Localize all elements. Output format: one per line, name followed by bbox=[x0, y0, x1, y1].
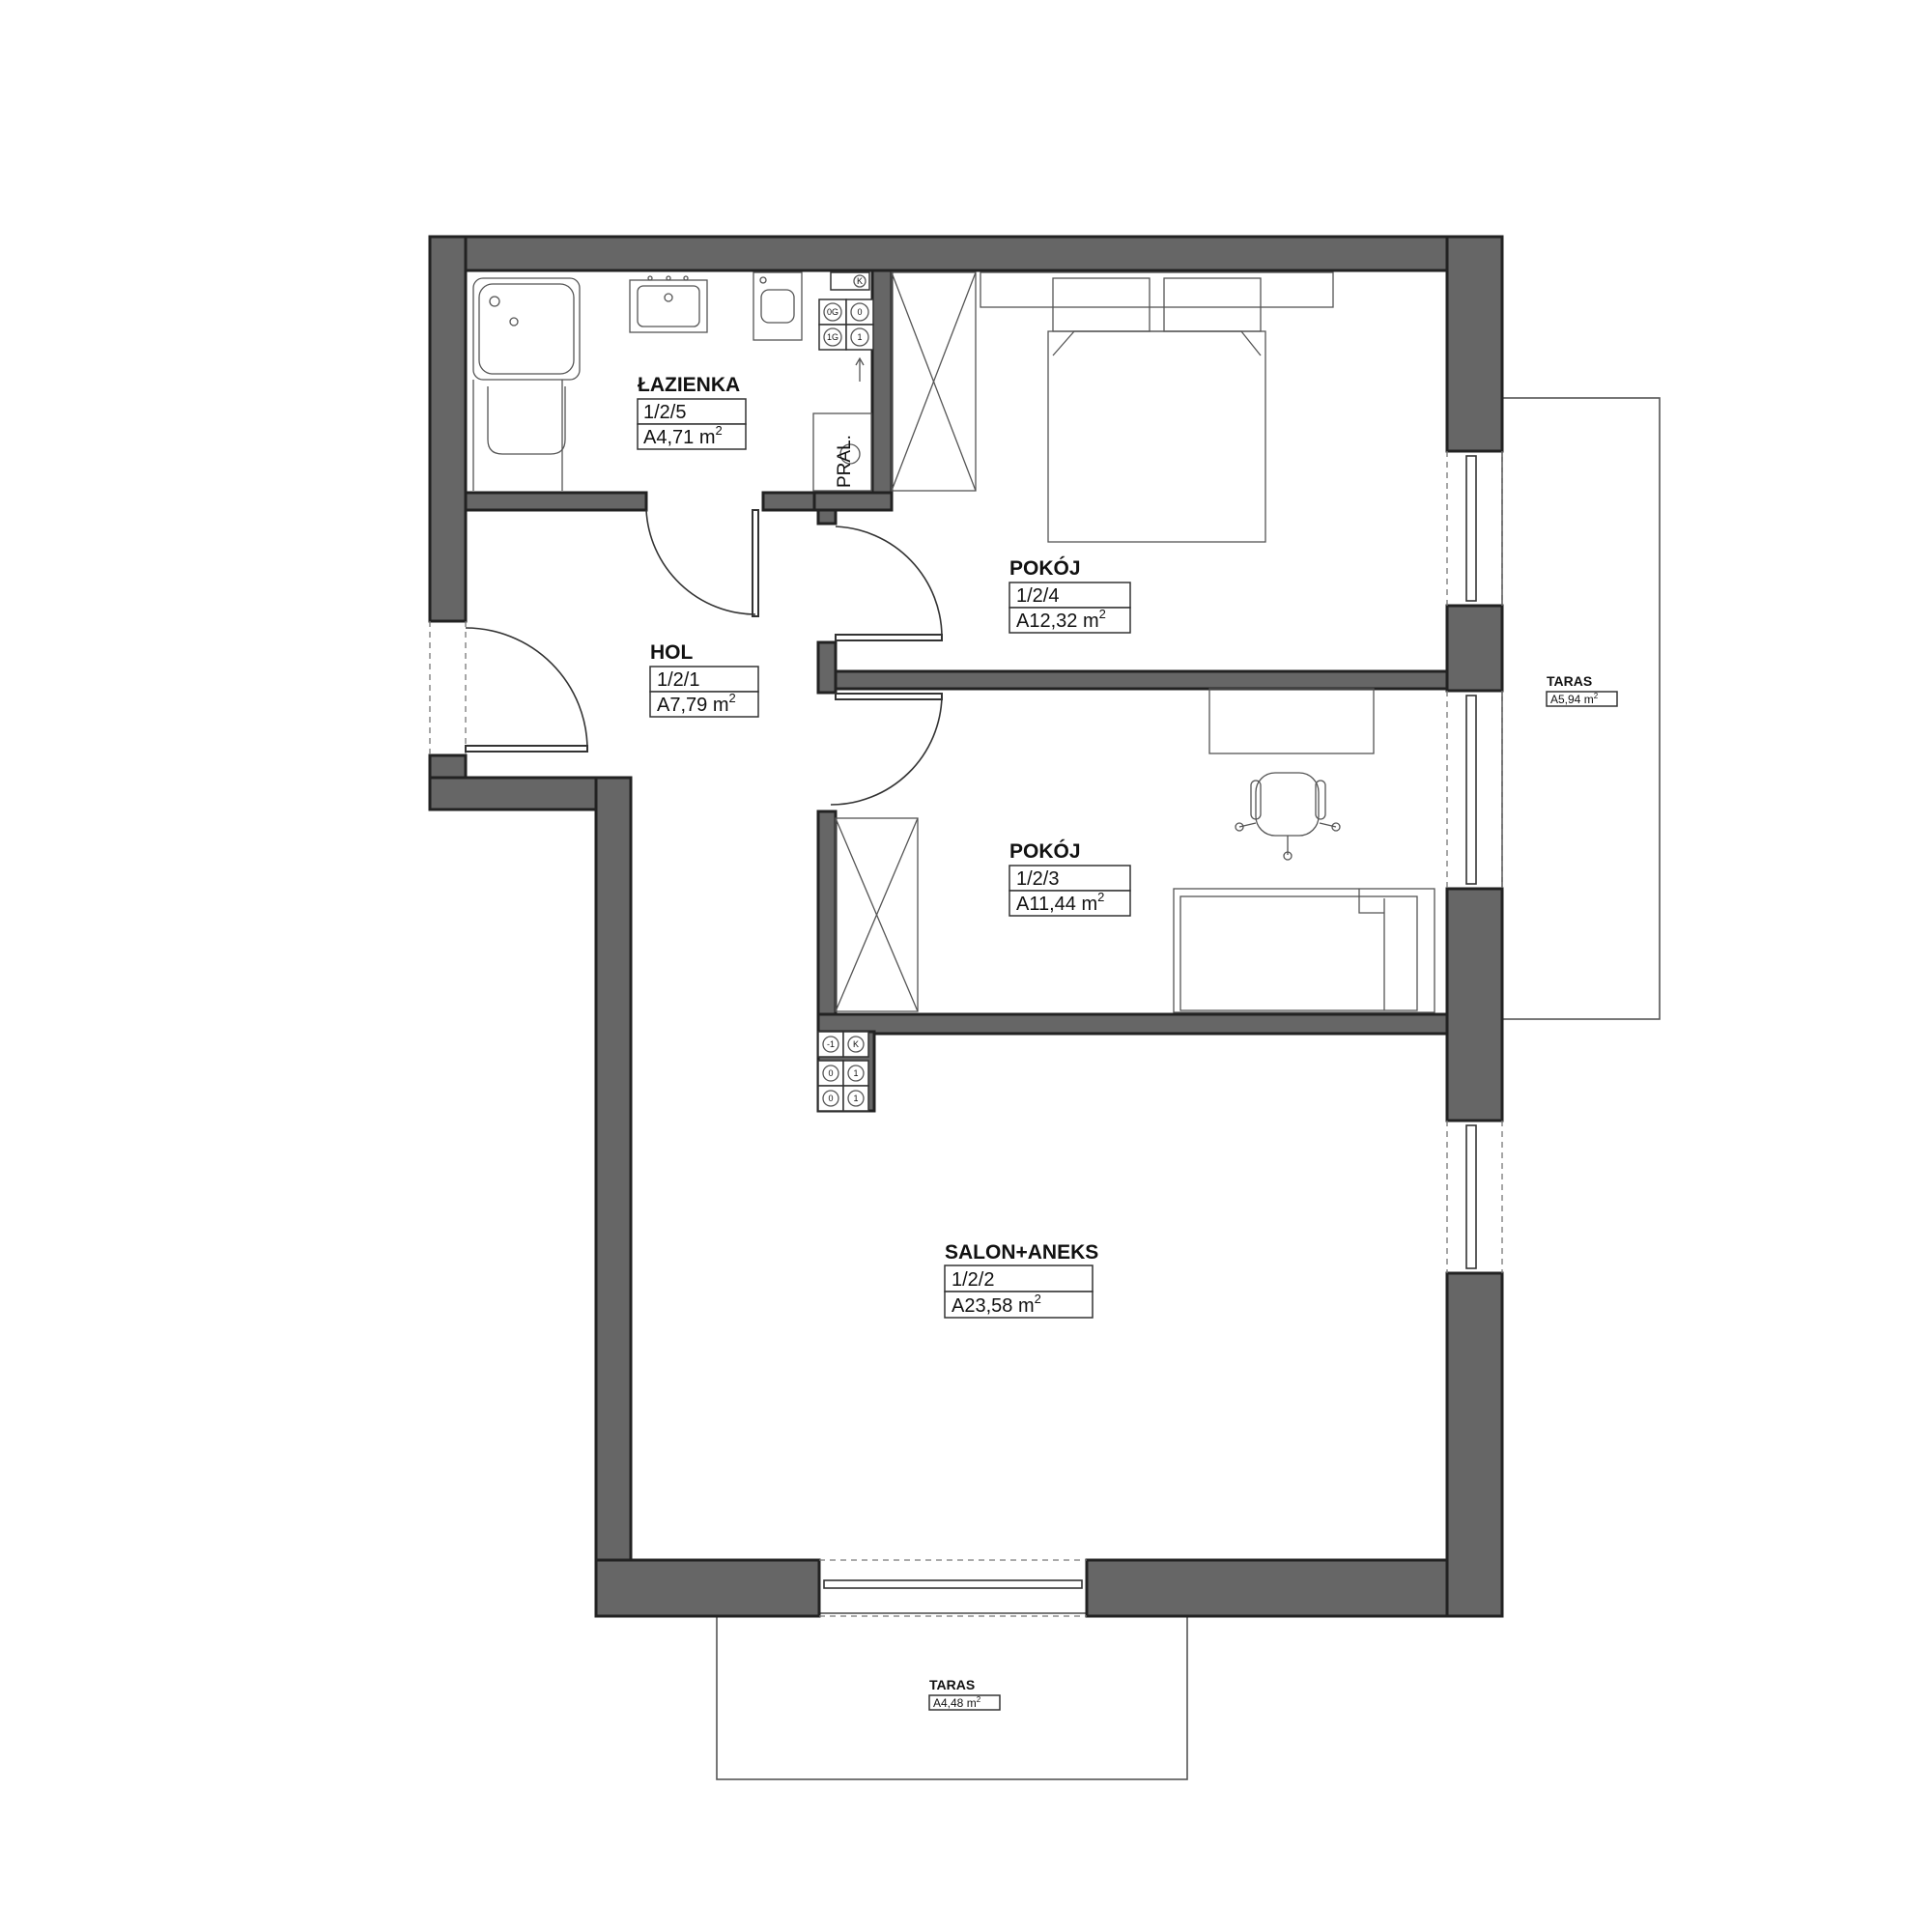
exterior-walls bbox=[428, 235, 1504, 1618]
svg-text:1/2/3: 1/2/3 bbox=[1016, 868, 1059, 890]
double-bed bbox=[980, 271, 1334, 543]
svg-text:SALON+ANEKS: SALON+ANEKS bbox=[945, 1241, 1098, 1264]
svg-text:A12,32 m2: A12,32 m2 bbox=[1016, 607, 1106, 632]
svg-text:HOL: HOL bbox=[650, 641, 694, 664]
svg-text:TARAS: TARAS bbox=[1547, 673, 1592, 689]
bathroom-utility-panel: K 0G 0 1G 1 bbox=[818, 271, 874, 382]
desk bbox=[1208, 688, 1375, 754]
room-label-living[interactable]: SALON+ANEKS 1/2/2 A23,58 m2 bbox=[944, 1241, 1098, 1319]
wardrobe-bedroom1 bbox=[891, 271, 977, 492]
svg-text:A5,94 m2: A5,94 m2 bbox=[1550, 692, 1599, 706]
svg-text:0: 0 bbox=[828, 1068, 833, 1078]
terrace-label-south[interactable]: TARAS A4,48 m2 bbox=[928, 1677, 1001, 1711]
svg-text:1: 1 bbox=[853, 1094, 858, 1103]
bedroom2-door[interactable] bbox=[830, 693, 943, 806]
terrace-label-east[interactable]: TARAS A5,94 m2 bbox=[1546, 673, 1618, 707]
washer-label: PRAL. bbox=[835, 435, 855, 488]
svg-text:A4,48 m2: A4,48 m2 bbox=[933, 1695, 981, 1710]
svg-text:-1: -1 bbox=[827, 1039, 835, 1049]
window-living-south[interactable] bbox=[819, 1559, 1087, 1617]
svg-text:1/2/1: 1/2/1 bbox=[657, 669, 699, 691]
entrance-door[interactable] bbox=[429, 621, 588, 755]
svg-text:A4,71 m2: A4,71 m2 bbox=[643, 423, 723, 448]
svg-text:K: K bbox=[857, 276, 863, 286]
svg-text:ŁAZIENKA: ŁAZIENKA bbox=[638, 374, 740, 396]
bathroom-door[interactable] bbox=[645, 509, 759, 617]
room-label-hall[interactable]: HOL 1/2/1 A7,79 m2 bbox=[649, 641, 759, 718]
svg-text:K: K bbox=[853, 1039, 859, 1049]
svg-text:A11,44 m2: A11,44 m2 bbox=[1016, 890, 1104, 915]
svg-text:1G: 1G bbox=[827, 332, 838, 342]
svg-text:0: 0 bbox=[857, 307, 862, 317]
office-chair bbox=[1235, 772, 1341, 861]
bathtub bbox=[472, 277, 581, 491]
window-bedroom2[interactable] bbox=[1446, 691, 1503, 889]
toilet bbox=[753, 271, 803, 341]
svg-text:A7,79 m2: A7,79 m2 bbox=[657, 691, 736, 716]
washing-machine: PRAL. bbox=[812, 412, 872, 492]
svg-text:1/2/5: 1/2/5 bbox=[643, 402, 686, 423]
svg-text:A23,58 m2: A23,58 m2 bbox=[952, 1292, 1041, 1317]
single-bed bbox=[1173, 888, 1435, 1013]
svg-text:0: 0 bbox=[828, 1094, 833, 1103]
window-living[interactable] bbox=[1446, 1121, 1503, 1273]
living-utility-panel: -1 K 0 1 0 1 bbox=[817, 1031, 869, 1112]
room-label-bedroom2[interactable]: POKÓJ 1/2/3 A11,44 m2 bbox=[1009, 839, 1131, 917]
sink bbox=[629, 275, 708, 333]
terrace-east[interactable] bbox=[1501, 397, 1661, 1020]
svg-text:0G: 0G bbox=[827, 307, 838, 317]
svg-text:POKÓJ: POKÓJ bbox=[1009, 556, 1081, 580]
svg-text:1/2/2: 1/2/2 bbox=[952, 1269, 994, 1291]
svg-text:1/2/4: 1/2/4 bbox=[1016, 585, 1059, 607]
svg-text:POKÓJ: POKÓJ bbox=[1009, 839, 1081, 863]
room-label-bedroom1[interactable]: POKÓJ 1/2/4 A12,32 m2 bbox=[1009, 556, 1131, 634]
room-label-bathroom[interactable]: ŁAZIENKA 1/2/5 A4,71 m2 bbox=[637, 374, 747, 450]
bedroom1-door[interactable] bbox=[835, 526, 943, 641]
svg-text:1: 1 bbox=[857, 332, 862, 342]
svg-text:TARAS: TARAS bbox=[929, 1677, 975, 1692]
wardrobe-bedroom2 bbox=[835, 817, 919, 1012]
window-bedroom1[interactable] bbox=[1446, 451, 1503, 606]
svg-text:1: 1 bbox=[853, 1068, 858, 1078]
